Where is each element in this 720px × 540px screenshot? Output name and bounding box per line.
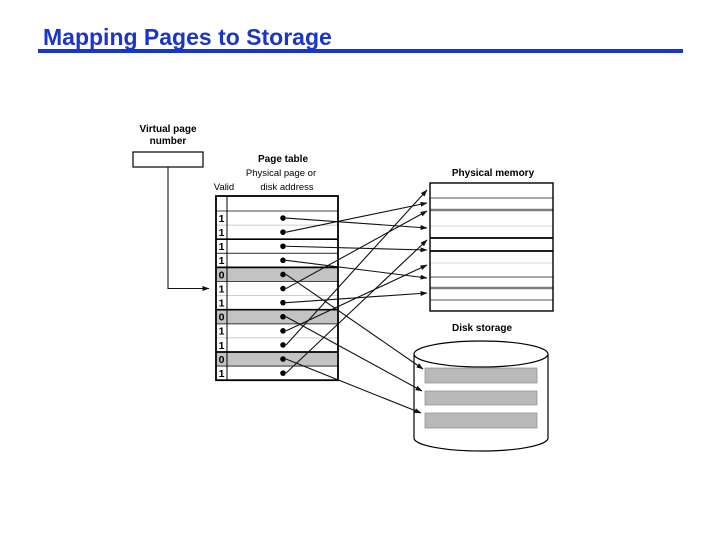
disk-mapping-arrow bbox=[285, 358, 422, 414]
memory-mapping-arrow bbox=[285, 245, 428, 253]
pointer-dot bbox=[280, 229, 286, 235]
pointer-dot bbox=[280, 313, 286, 320]
pointer-dot bbox=[280, 271, 286, 278]
mapping-arrows bbox=[285, 189, 428, 414]
pointer-dot bbox=[280, 328, 286, 334]
valid-bit: 1 bbox=[219, 326, 225, 338]
valid-bit: 1 bbox=[219, 297, 225, 309]
memory-mapping-arrow bbox=[285, 259, 428, 280]
memory-mapping-arrow bbox=[285, 239, 428, 374]
virtual-page-label-line2: number bbox=[150, 136, 187, 147]
invalid-row-highlight bbox=[217, 267, 337, 282]
valid-bit: 1 bbox=[219, 255, 225, 267]
disk-address-column-label: disk address bbox=[260, 182, 314, 193]
page-table-sublabel: Physical page or bbox=[246, 168, 316, 179]
valid-column-label: Valid bbox=[214, 182, 234, 193]
pointer-dot bbox=[280, 285, 286, 292]
virtual-page-number-box bbox=[132, 151, 204, 168]
valid-bit: 1 bbox=[219, 227, 225, 239]
disk-page bbox=[424, 390, 538, 406]
memory-mapping-arrow bbox=[285, 217, 428, 231]
valid-bit: 1 bbox=[219, 368, 225, 380]
invalid-row-highlight bbox=[217, 352, 337, 367]
memory-mapping-arrow bbox=[285, 189, 428, 346]
virtual-page-arrow bbox=[167, 167, 210, 291]
disk-page bbox=[424, 412, 538, 429]
disk-page bbox=[424, 367, 538, 384]
page-table: 1 1 1 1 0 1 1 0 1 1 0 1 bbox=[215, 195, 339, 382]
valid-bit: 0 bbox=[219, 269, 225, 281]
pointer-dot bbox=[280, 370, 286, 376]
disk-top bbox=[413, 340, 549, 368]
valid-bit: 1 bbox=[219, 241, 225, 253]
disk-storage-label: Disk storage bbox=[452, 323, 512, 334]
memory-mapping-arrow bbox=[285, 201, 428, 233]
slide-title: Mapping Pages to Storage bbox=[43, 24, 332, 50]
valid-bit: 1 bbox=[219, 283, 225, 295]
disk-mapping-arrow bbox=[285, 273, 424, 370]
pointer-dot bbox=[280, 299, 286, 306]
pointer-dot bbox=[280, 243, 286, 250]
disk-cylinder bbox=[413, 340, 549, 452]
valid-bit: 1 bbox=[219, 340, 225, 352]
pointer-dot bbox=[280, 342, 286, 348]
pointer-dot bbox=[280, 356, 286, 362]
physical-memory-label: Physical memory bbox=[452, 168, 535, 179]
physical-memory-box bbox=[429, 182, 554, 312]
page-table-label: Page table bbox=[258, 154, 308, 165]
disk-mapping-arrow bbox=[285, 316, 423, 392]
pointer-dot bbox=[280, 215, 286, 221]
valid-bit: 0 bbox=[219, 354, 225, 366]
pointer-dot bbox=[280, 257, 286, 264]
physical-memory-border bbox=[429, 182, 554, 312]
virtual-page-label-line1: Virtual page bbox=[139, 124, 196, 135]
memory-mapping-arrow bbox=[285, 210, 428, 290]
valid-bit: 1 bbox=[219, 213, 225, 225]
invalid-row-highlight bbox=[217, 309, 337, 324]
valid-bit: 0 bbox=[219, 312, 225, 324]
title-underline bbox=[38, 49, 683, 53]
